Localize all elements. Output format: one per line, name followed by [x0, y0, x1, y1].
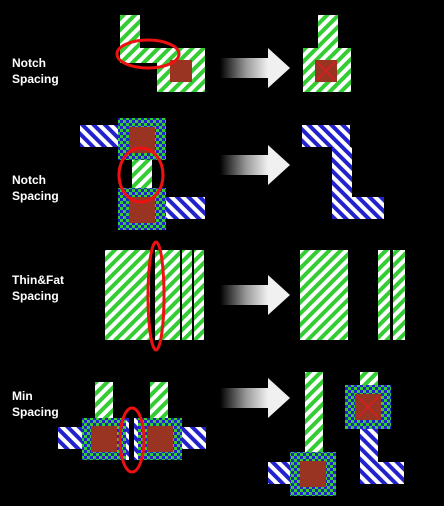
blue-wire-right	[360, 462, 404, 484]
row1-label-line1: Notch	[12, 56, 46, 70]
notch-gap	[118, 160, 132, 188]
row1-arrow	[220, 48, 290, 88]
row3-label-line2: Spacing	[12, 289, 59, 303]
violation-ellipse-icon	[146, 240, 166, 352]
blue-wire-bottom	[332, 197, 384, 219]
violation-ellipse-icon	[115, 38, 181, 70]
green-stem-right	[150, 382, 168, 420]
row4-after	[268, 372, 404, 496]
row3-label-line1: Thin&Fat	[12, 273, 64, 287]
via-right	[147, 426, 173, 452]
row3-label: Thin&Fat Spacing	[12, 272, 64, 304]
transform-arrow-icon	[220, 388, 268, 408]
via-bottom	[300, 461, 326, 487]
thin-wire-2	[393, 250, 405, 340]
blue-wire-vertical	[360, 429, 378, 463]
row4-label: Min Spacing	[12, 388, 59, 420]
blue-wire-right	[178, 427, 206, 449]
via-left	[91, 426, 117, 452]
blue-wire-top	[302, 125, 350, 147]
green-stem-left	[95, 382, 113, 420]
row4-label-line2: Spacing	[12, 405, 59, 419]
row1-after	[303, 15, 351, 92]
row4-before	[58, 382, 206, 474]
row4-arrow	[220, 378, 290, 418]
violation-ellipse-icon	[117, 146, 165, 204]
transform-arrow-icon	[220, 58, 268, 78]
transform-arrow-icon	[220, 285, 268, 305]
green-stem-left	[305, 372, 323, 454]
row3-after	[300, 250, 405, 340]
via-cross-icon	[357, 396, 379, 418]
row2-after	[302, 125, 384, 219]
thin-wire-2	[194, 250, 204, 340]
violation-ellipse-icon	[118, 406, 146, 474]
row2-label-line1: Notch	[12, 173, 46, 187]
spacing-gap	[150, 250, 155, 340]
row2-label: Notch Spacing	[12, 172, 59, 204]
row1-before	[115, 15, 205, 92]
transform-arrow-icon	[220, 155, 268, 175]
blue-wire-left	[58, 427, 88, 449]
row1-label: Notch Spacing	[12, 55, 59, 87]
green-stem	[318, 15, 338, 50]
row3-before	[105, 240, 204, 352]
thin-wire-1	[378, 250, 390, 340]
via-square	[170, 60, 192, 82]
blue-wire-vertical	[332, 147, 352, 199]
fat-wire	[300, 250, 348, 340]
row2-label-line2: Spacing	[12, 189, 59, 203]
row1-label-line2: Spacing	[12, 72, 59, 86]
thin-wire-1	[182, 250, 192, 340]
row2-before	[80, 118, 205, 230]
fat-wire	[105, 250, 180, 340]
min-spacing-gap	[129, 418, 134, 460]
row2-arrow	[220, 145, 290, 185]
row3-arrow	[220, 275, 290, 315]
via-cross-icon	[316, 61, 336, 81]
row4-label-line1: Min	[12, 389, 33, 403]
